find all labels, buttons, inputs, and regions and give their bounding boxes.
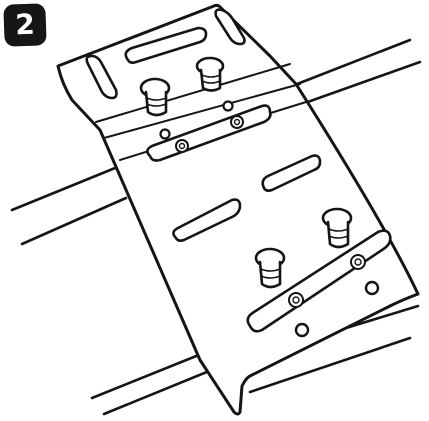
step-number-badge: 2 xyxy=(3,3,46,46)
nut-upper-left xyxy=(176,140,188,152)
nut-lower-right xyxy=(351,255,365,269)
hole-upper-left xyxy=(161,130,170,139)
nut-upper-right xyxy=(231,116,243,128)
hole-lower-right xyxy=(366,282,378,294)
hole-lower-left xyxy=(296,324,308,336)
hole-upper-right xyxy=(224,102,233,111)
nut-lower-left xyxy=(289,293,303,307)
